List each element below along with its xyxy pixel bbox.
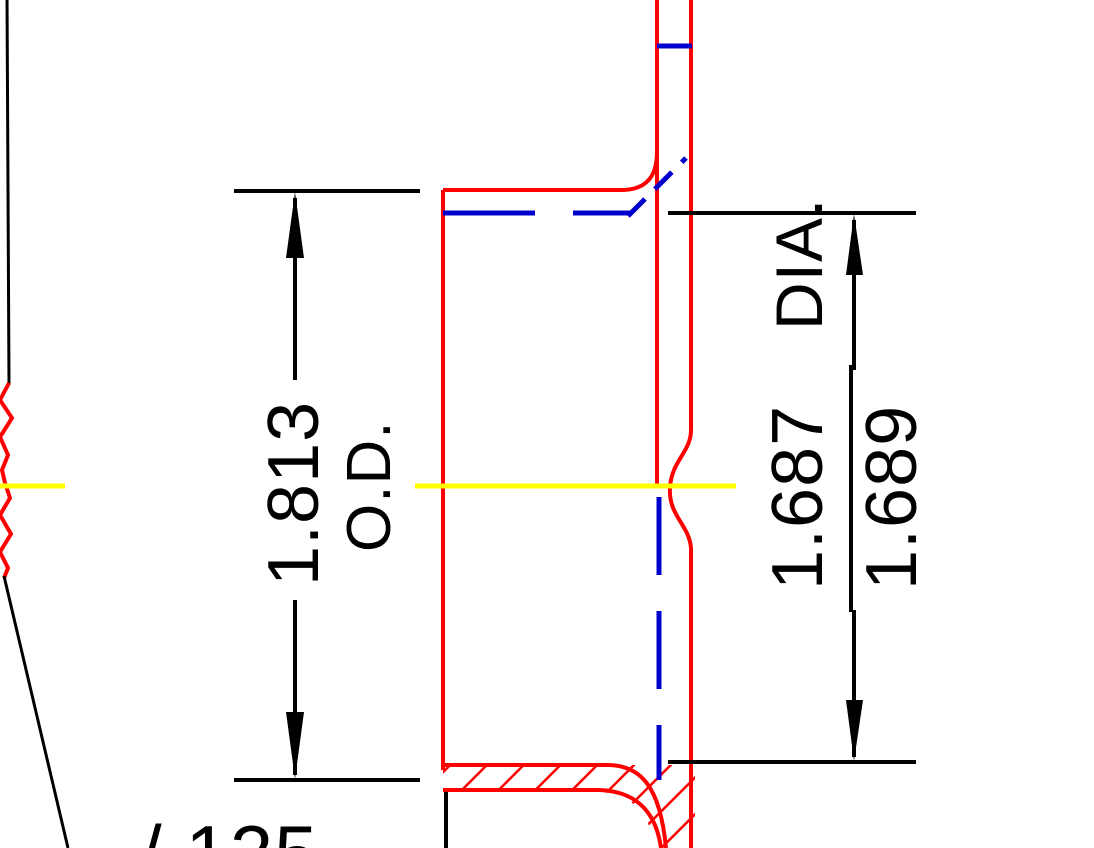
- break-line-upper: [0, 382, 15, 484]
- od-arrowhead-up: [286, 192, 304, 258]
- hidden-line-fillet-diagonal: [626, 156, 688, 218]
- left-edge-geometry: [0, 0, 70, 848]
- part-outline: [441, 0, 693, 848]
- od-dimension-group: 1.813 O.D.: [234, 189, 420, 782]
- hub-wall-bulge-curve: [667, 429, 693, 549]
- leader-line-bottom-left: [2, 575, 70, 848]
- od-arrowhead-down: [286, 712, 304, 779]
- bore-dimension-group: 1.687 DIA. 1.689: [668, 198, 932, 764]
- bottom-dimension-value: /.125: [140, 809, 318, 848]
- hidden-lines: [443, 43, 692, 780]
- flange-top-face: [443, 151, 659, 192]
- bore-arrowhead-down: [846, 700, 863, 761]
- bore-upper-limit-value: 1.689: [852, 405, 932, 590]
- left-vertical-outline-upper: [5, 0, 11, 386]
- od-dimension-note: O.D.: [335, 421, 404, 552]
- bore-lower-limit-value: 1.687: [758, 405, 838, 590]
- od-dimension-value: 1.813: [254, 401, 334, 586]
- bore-dimension-note: DIA.: [762, 198, 836, 330]
- break-line-lower: [0, 482, 14, 579]
- bottom-dimension-group: /.125: [140, 792, 448, 848]
- bore-arrowhead-up: [846, 214, 863, 275]
